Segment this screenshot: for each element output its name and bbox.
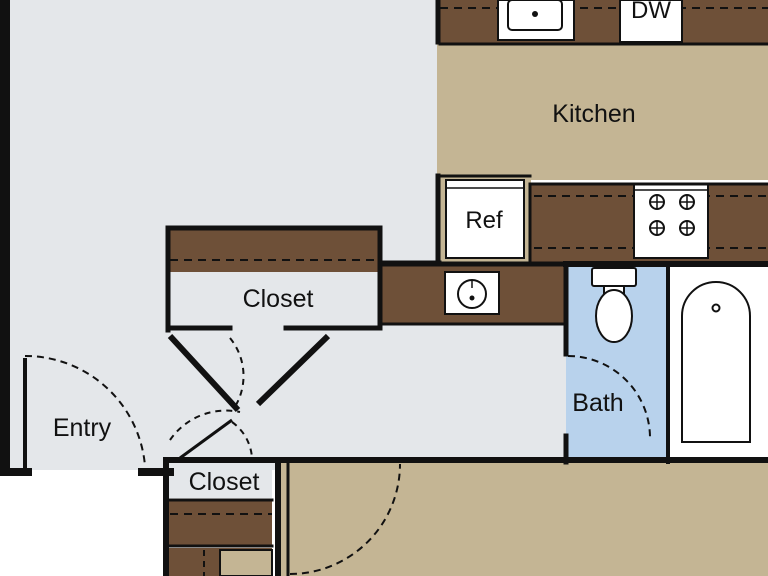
burner-icon <box>679 220 695 236</box>
upper-closet-floor <box>168 272 380 328</box>
bedroom-door-swing <box>289 463 401 575</box>
dishwasher <box>619 0 683 43</box>
toilet-bowl-icon <box>595 289 633 343</box>
lower-closet-label: Closet <box>189 468 260 496</box>
closet-door-swing-lower <box>169 409 241 441</box>
closet-door-leaf-right <box>255 333 331 407</box>
upper-closet-shelf <box>168 228 380 272</box>
kitchen-top-counter <box>437 0 768 44</box>
lower-closet-panel <box>219 549 273 576</box>
bath-door-swing <box>567 355 651 439</box>
range-stove <box>633 183 709 259</box>
burner-icon <box>649 220 665 236</box>
vanity-drain-icon <box>469 295 475 301</box>
closet-door-leaf-left <box>167 333 241 413</box>
bedroom-floor <box>280 462 768 576</box>
refrigerator <box>445 179 525 259</box>
closet-door-swing <box>229 337 245 406</box>
kitchen-label: Kitchen <box>552 100 635 128</box>
entry-label: Entry <box>53 414 112 442</box>
closet-door-leaf-lower <box>179 418 233 460</box>
entry-door-swing <box>24 354 146 467</box>
lower-closet-floor <box>168 462 272 498</box>
bathtub-icon <box>681 281 751 443</box>
bath-label: Bath <box>572 389 623 417</box>
sink-drain-icon <box>532 11 538 17</box>
closet-door-swing-right <box>231 421 253 459</box>
burner-icon <box>649 194 665 210</box>
toilet-tank-icon <box>591 267 637 287</box>
dishwasher-label: DW <box>631 0 671 24</box>
lower-closet-shelf <box>168 500 272 546</box>
refrigerator-label: Ref <box>465 207 503 234</box>
burner-icon <box>679 194 695 210</box>
tub-drain-icon <box>711 303 721 313</box>
upper-closet-label: Closet <box>243 285 314 313</box>
